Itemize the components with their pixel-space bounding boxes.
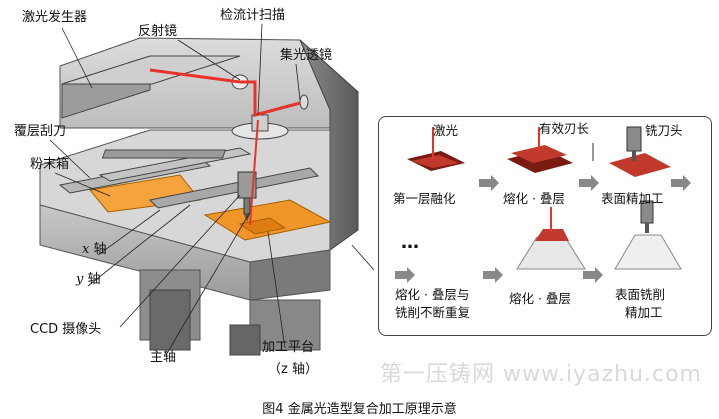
label-cutter-head: 铣刀头	[645, 123, 683, 138]
label-mirror: 反射镜	[138, 24, 178, 39]
label-step6-line1: 表面铣削	[615, 287, 666, 302]
process-drawings	[395, 126, 691, 283]
label-galvo-scanner: 检流计扫描	[220, 8, 286, 23]
label-ellipsis: …	[401, 232, 419, 253]
laser-beam	[149, 68, 301, 117]
watermark: 第一压铸网 www.iyazhu.com	[380, 362, 702, 387]
label-effective-blade: 有效刃长	[539, 121, 590, 136]
label-spindle: 主轴	[150, 350, 177, 365]
process-panel: 激光 有效刃长 铣刀头 第一层融化 熔化 · 叠层 表面精加工 … 熔化 · 叠…	[378, 116, 712, 336]
label-laser: 激光	[433, 123, 459, 138]
table-right	[249, 249, 331, 301]
label-recoater: 覆层刮刀	[14, 124, 67, 139]
label-focus-lens: 集光透镜	[280, 48, 333, 63]
label-step4-line1: 熔化 · 叠层与	[395, 287, 470, 302]
label-platform-z: （z 轴）	[268, 362, 318, 377]
label-step1: 第一层融化	[393, 191, 456, 206]
label-step5: 熔化 · 叠层	[509, 291, 571, 306]
label-step2: 熔化 · 叠层	[503, 191, 565, 206]
label-y-axis: y 轴	[76, 272, 101, 288]
y-axis-var: y	[76, 272, 84, 287]
label-x-axis: x 轴	[82, 242, 107, 258]
housing-side	[299, 39, 359, 251]
label-platform: 加工平台	[262, 340, 315, 355]
x-axis-word: 轴	[93, 242, 107, 257]
y-axis-word: 轴	[87, 272, 101, 287]
label-step4-line2: 铣削不断重复	[395, 305, 471, 320]
label-step6-line2: 精加工	[625, 305, 663, 320]
label-ccd-camera: CCD 摄像头	[30, 322, 102, 337]
label-powder-box: 粉末箱	[30, 157, 70, 172]
x-axis-var: x	[82, 242, 90, 257]
figure-caption: 图4 金属光造型复合加工原理示意	[262, 402, 457, 417]
label-step3: 表面精加工	[601, 191, 664, 206]
label-laser-generator: 激光发生器	[22, 10, 88, 25]
